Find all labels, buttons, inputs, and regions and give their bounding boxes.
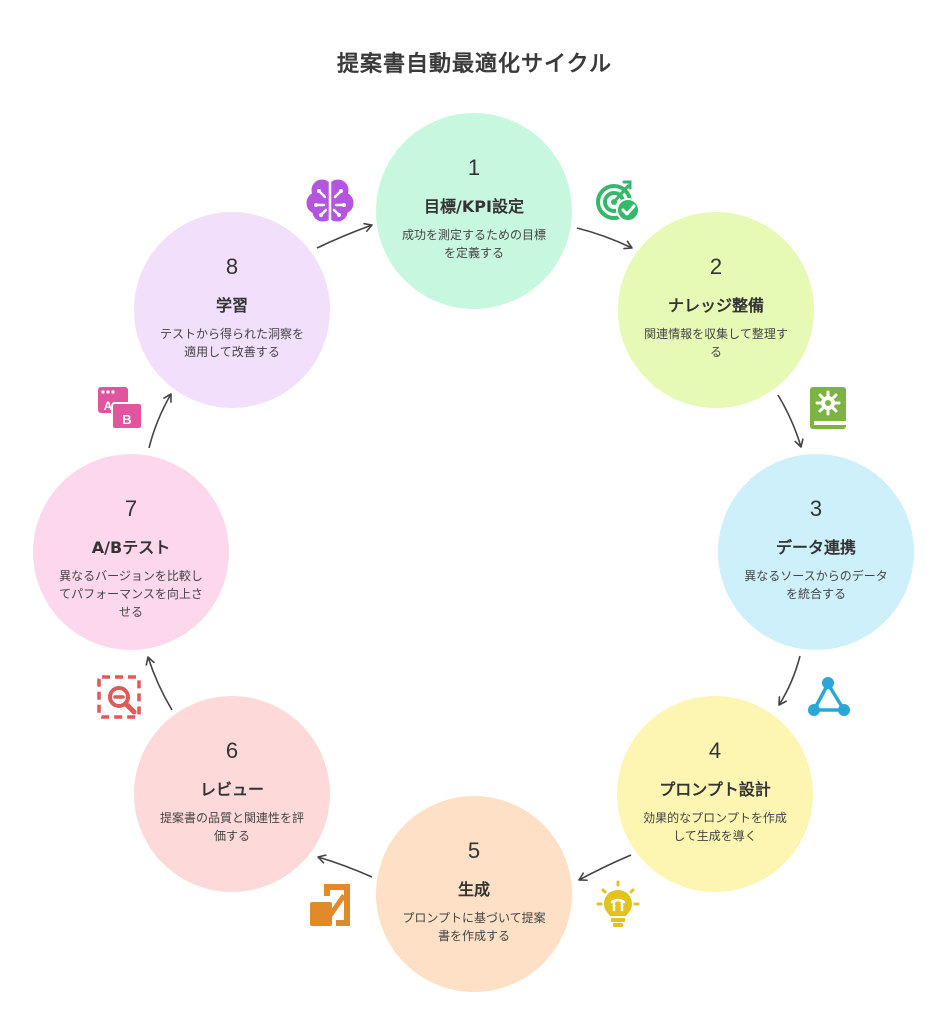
arrow-2-to-3 xyxy=(777,394,804,448)
step-description: テストから得られた洞察を適用して改善する xyxy=(159,327,304,359)
step-number: 2 xyxy=(709,254,723,279)
cycle-step-4: 4 プロンプト設計 効果的なプロンプトを作成して生成を導く xyxy=(617,696,813,892)
step-number: 8 xyxy=(225,254,239,279)
ab-test-icon: A B xyxy=(98,387,143,430)
arrow-3-to-4 xyxy=(778,655,801,706)
svg-text:B: B xyxy=(122,412,131,427)
arrow-7-to-8 xyxy=(148,393,172,449)
network-icon xyxy=(808,677,850,716)
step-label: 学習 xyxy=(215,296,248,315)
step-number: 4 xyxy=(708,738,722,763)
brain-icon xyxy=(306,178,354,222)
step-description: プロンプトに基づいて提案書を作成する xyxy=(402,911,546,943)
step-label: 目標/KPI設定 xyxy=(424,197,524,216)
step-label: ナレッジ整備 xyxy=(667,296,764,315)
step-number: 3 xyxy=(809,496,823,521)
cycle-step-1: 1 目標/KPI設定 成功を測定するための目標を定義する xyxy=(376,113,572,309)
cycle-step-3: 3 データ連携 異なるソースからのデータを統合する xyxy=(718,454,914,650)
step-description: 成功を測定するための目標を定義する xyxy=(401,228,546,260)
step-description: 異なるバージョンを比較してパフォーマンスを向上させる xyxy=(59,569,203,619)
diagram-title: 提案書自動最適化サイクル xyxy=(337,52,612,77)
step-number: 1 xyxy=(467,155,481,180)
step-number: 5 xyxy=(467,838,481,863)
step-label: 生成 xyxy=(457,880,490,899)
svg-text:A: A xyxy=(104,399,113,413)
cycle-step-7: 7 A/Bテスト 異なるバージョンを比較してパフォーマンスを向上させる xyxy=(33,454,229,650)
cycle-step-5: 5 生成 プロンプトに基づいて提案書を作成する xyxy=(376,796,572,992)
step-description: 提案書の品質と関連性を評価する xyxy=(159,811,304,843)
step-label: レビュー xyxy=(199,780,264,799)
step-description: 異なるソースからのデータを統合する xyxy=(744,569,888,601)
zoom-inspect-icon xyxy=(97,675,141,719)
arrow-4-to-5 xyxy=(578,854,632,882)
step-description: 効果的なプロンプトを作成して生成を導く xyxy=(643,811,787,843)
arrow-6-to-7 xyxy=(145,656,173,711)
target-icon xyxy=(596,180,640,222)
book-gear-icon xyxy=(810,387,846,429)
cycle-step-8: 8 学習 テストから得られた洞察を適用して改善する xyxy=(134,212,330,408)
lightbulb-icon xyxy=(596,880,640,927)
cycle-step-2: 2 ナレッジ整備 関連情報を収集して整理する xyxy=(618,212,814,408)
step-label: データ連携 xyxy=(775,538,856,557)
arrow-8-to-1 xyxy=(316,222,373,249)
cycle-step-6: 6 レビュー 提案書の品質と関連性を評価する xyxy=(134,696,330,892)
step-number: 6 xyxy=(225,738,239,763)
edit-document-icon xyxy=(310,884,350,926)
arrow-1-to-2 xyxy=(576,227,633,250)
step-label: プロンプト設計 xyxy=(659,780,771,799)
step-label: A/Bテスト xyxy=(91,538,171,557)
arrow-5-to-6 xyxy=(317,854,373,878)
step-description: 関連情報を収集して整理する xyxy=(644,327,788,359)
step-number: 7 xyxy=(124,496,138,521)
